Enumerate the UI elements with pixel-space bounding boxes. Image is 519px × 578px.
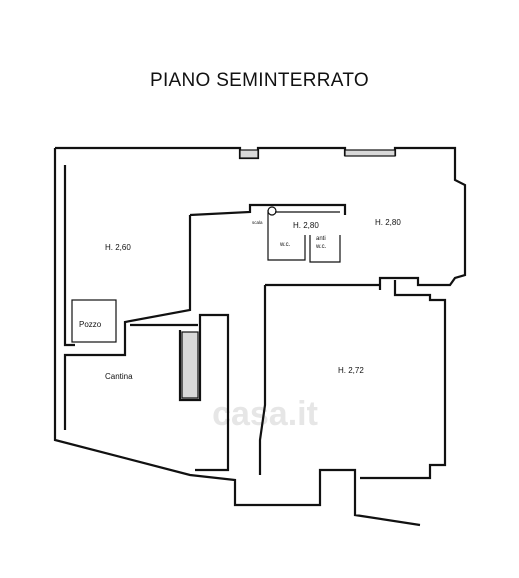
corridor-wall <box>130 313 230 472</box>
room-main-height: H. 2,72 <box>338 366 364 375</box>
wall-hatch <box>181 331 199 399</box>
small-note-label: scala <box>252 220 263 225</box>
room-upper-right-height: H. 2,80 <box>375 218 401 227</box>
wall-hatch <box>344 149 396 157</box>
anti-wc-label-1: anti <box>316 236 326 242</box>
main-room-wall <box>258 280 447 480</box>
room-upper-mid-height: H. 2,80 <box>293 221 319 230</box>
wall-hatch <box>239 149 259 159</box>
well-label: Pozzo <box>79 320 102 329</box>
wc-label: w.c. <box>279 242 291 248</box>
drain-symbol <box>267 206 277 216</box>
plan-title: PIANO SEMINTERRATO <box>149 70 369 91</box>
anti-wc-label-2: w.c. <box>315 244 327 250</box>
cellar-label: Cantina <box>105 372 133 381</box>
wc-partitions <box>267 210 341 263</box>
room-left-height: H. 2,60 <box>105 243 131 252</box>
left-room-wall <box>63 165 347 430</box>
well-box <box>71 299 117 343</box>
